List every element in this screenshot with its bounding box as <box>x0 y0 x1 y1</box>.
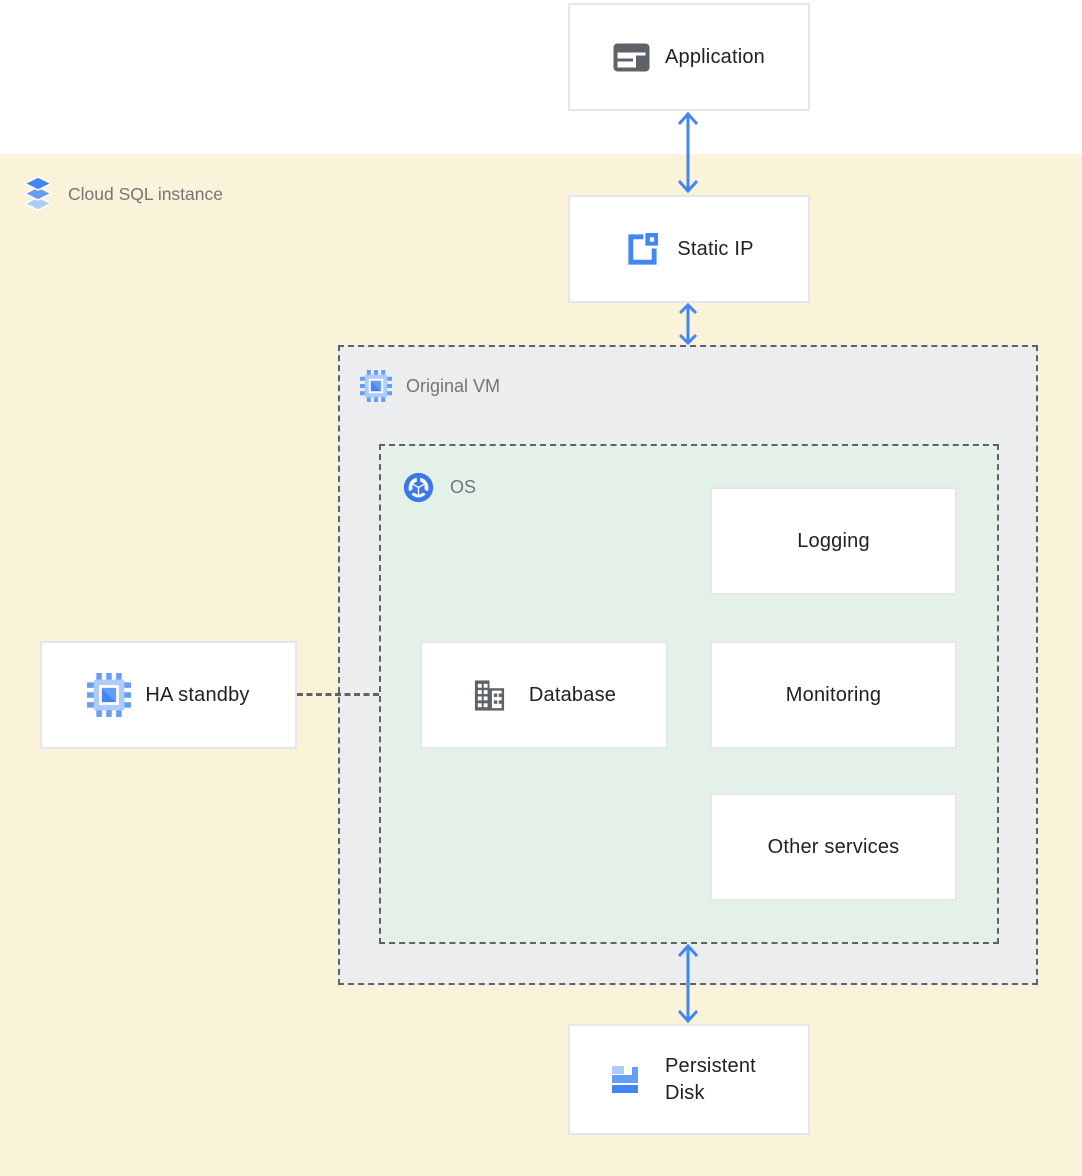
application-window-icon <box>613 43 650 72</box>
node-persistent-disk-label: Persistent Disk <box>665 1054 756 1104</box>
arrow-staticip-vm <box>674 302 702 346</box>
node-other-services: Other services <box>710 793 957 901</box>
node-monitoring-label: Monitoring <box>785 683 882 706</box>
container-os: OS Logging <box>379 444 999 944</box>
node-persistent-disk: Persistent Disk <box>568 1024 810 1135</box>
region-label-text: Cloud SQL instance <box>68 183 223 204</box>
container-original-vm: Original VM OS <box>338 345 1038 985</box>
cloud-sql-icon <box>24 176 52 212</box>
node-static-ip: Static IP <box>568 195 810 303</box>
original-vm-label: Original VM <box>360 370 500 402</box>
node-monitoring: Monitoring <box>710 641 957 749</box>
node-application-label: Application <box>664 45 766 68</box>
node-other-services-label: Other services <box>767 835 900 858</box>
compute-engine-icon <box>360 370 392 402</box>
node-database-label: Database <box>528 683 617 706</box>
compute-engine-icon <box>87 673 132 717</box>
arrow-application-staticip <box>674 111 702 194</box>
arrow-os-persistent-disk <box>674 943 702 1024</box>
node-ha-standby-label: HA standby <box>145 683 250 706</box>
persistent-disk-icon <box>605 1060 645 1100</box>
os-label: OS <box>403 472 476 503</box>
external-ip-icon <box>624 232 659 267</box>
cloud-sql-instance-label: Cloud SQL instance <box>24 176 223 212</box>
node-static-ip-label: Static IP <box>677 237 754 260</box>
database-building-icon <box>472 679 507 712</box>
original-vm-label-text: Original VM <box>406 375 501 396</box>
top-white-strip <box>0 0 1082 154</box>
node-logging-label: Logging <box>797 529 870 552</box>
node-application: Application <box>568 3 810 111</box>
node-database: Database <box>420 641 668 749</box>
os-icon <box>403 472 434 503</box>
os-label-text: OS <box>450 477 477 497</box>
connector-ha-standby-to-vm <box>297 693 379 696</box>
node-logging: Logging <box>710 487 957 595</box>
node-ha-standby: HA standby <box>40 641 297 749</box>
